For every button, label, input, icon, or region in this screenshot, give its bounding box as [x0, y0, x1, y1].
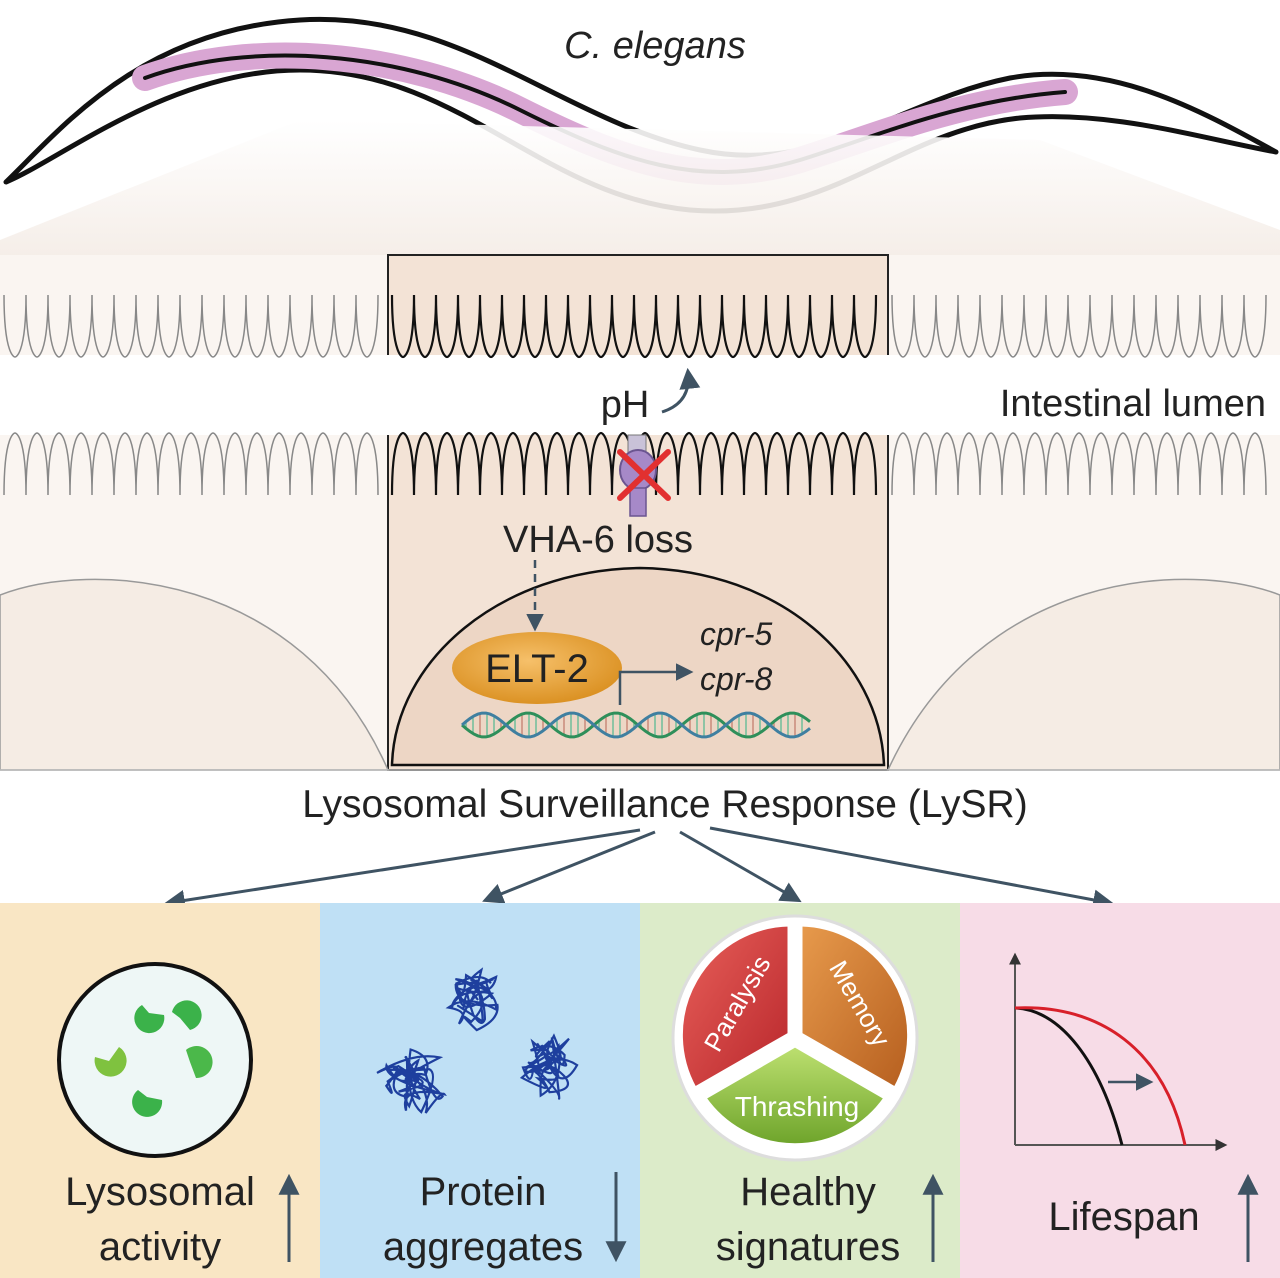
health-wheel: Paralysis Memory Thrashing: [671, 914, 919, 1162]
outcome-healthy-line2: signatures: [716, 1225, 901, 1269]
ph-up-arrow: [661, 367, 701, 414]
aggregate-cluster: [445, 967, 499, 1032]
dna-strand-1: [461, 711, 811, 739]
left-cell-nucleus: [0, 578, 390, 771]
microvilli: [3, 294, 1267, 496]
elt2-label: ELT-2: [485, 647, 589, 691]
right-cell-nucleus: [886, 578, 1280, 771]
elt2-factor: [452, 632, 622, 704]
lysosome-enzyme-4: [186, 1046, 213, 1079]
microvilli-row: [390, 294, 878, 359]
aggregate-cluster: [376, 1048, 447, 1114]
microvilli-row: [891, 432, 1267, 496]
segment-memory: [799, 923, 911, 1091]
outcome-lifespan: Lifespan: [1048, 1173, 1259, 1262]
label-thrashing: Thrashing: [735, 1091, 860, 1122]
loss-x-icon: [617, 449, 671, 501]
lysosome-enzyme-3: [94, 1047, 127, 1077]
outcome-healthy-line1: Healthy: [740, 1170, 876, 1214]
outcome-aggregates-line1: Protein: [420, 1170, 547, 1214]
target-gene-1: cpr-5: [700, 616, 773, 652]
microvilli-row: [3, 294, 379, 358]
lumen-band: [0, 355, 1280, 435]
lysosome-enzyme-1: [134, 1005, 165, 1034]
microvilli-row: [891, 294, 1267, 358]
treated-curve: [1014, 1006, 1187, 1146]
outcome-aggregates: Protein aggregates: [383, 1170, 627, 1269]
central-nucleus: [390, 566, 886, 767]
outcome-healthy: Healthy signatures: [716, 1170, 944, 1269]
organism-label: C. elegans: [564, 25, 746, 67]
dna-strand-2: [461, 711, 811, 739]
outcome-lysosomal-line2: activity: [99, 1225, 221, 1269]
lysosome-enzyme-2: [172, 1000, 202, 1030]
zoom-fan: [0, 120, 1280, 255]
lumen-label: Intestinal lumen: [1000, 383, 1266, 425]
branch-arrow-2: [482, 830, 656, 904]
microvilli-row: [3, 432, 379, 496]
outcome-lysosomal: Lysosomal activity: [65, 1170, 300, 1269]
outcome-lifespan-line1: Lifespan: [1048, 1195, 1199, 1239]
aggregate-cluster: [519, 1033, 579, 1100]
control-curve: [1014, 1006, 1124, 1146]
ph-label: pH: [601, 384, 650, 426]
outcome-lysosomal-line1: Lysosomal: [65, 1170, 255, 1214]
segment-paralysis: [679, 923, 791, 1091]
transcription-arrow: [618, 663, 694, 705]
panel-aggregates-bg: [320, 903, 640, 1278]
dna-helix: [461, 711, 811, 739]
branch-arrow-4: [709, 826, 1115, 911]
target-gene-2: cpr-8: [700, 661, 773, 697]
lysosome-enzyme-5: [132, 1090, 163, 1117]
panel-lifespan-bg: [960, 903, 1280, 1278]
vha-label: VHA-6 loss: [503, 519, 693, 561]
protein-aggregates-icon: [376, 967, 579, 1114]
branch-arrow-3: [679, 830, 802, 903]
lysr-branch-arrows: [163, 826, 1115, 911]
survival-plot: [1009, 952, 1228, 1151]
lysr-label: Lysosomal Surveillance Response (LySR): [302, 783, 1027, 826]
vatpase-icon: [617, 434, 671, 517]
outcome-aggregates-line2: aggregates: [383, 1225, 583, 1269]
segment-thrashing: [702, 1044, 888, 1147]
branch-arrow-1: [163, 828, 641, 911]
lysosome-icon: [57, 962, 253, 1158]
intestine-section: pH VHA-6 loss ELT-2 cpr-5 cpr-8 Intestin…: [0, 254, 1280, 771]
